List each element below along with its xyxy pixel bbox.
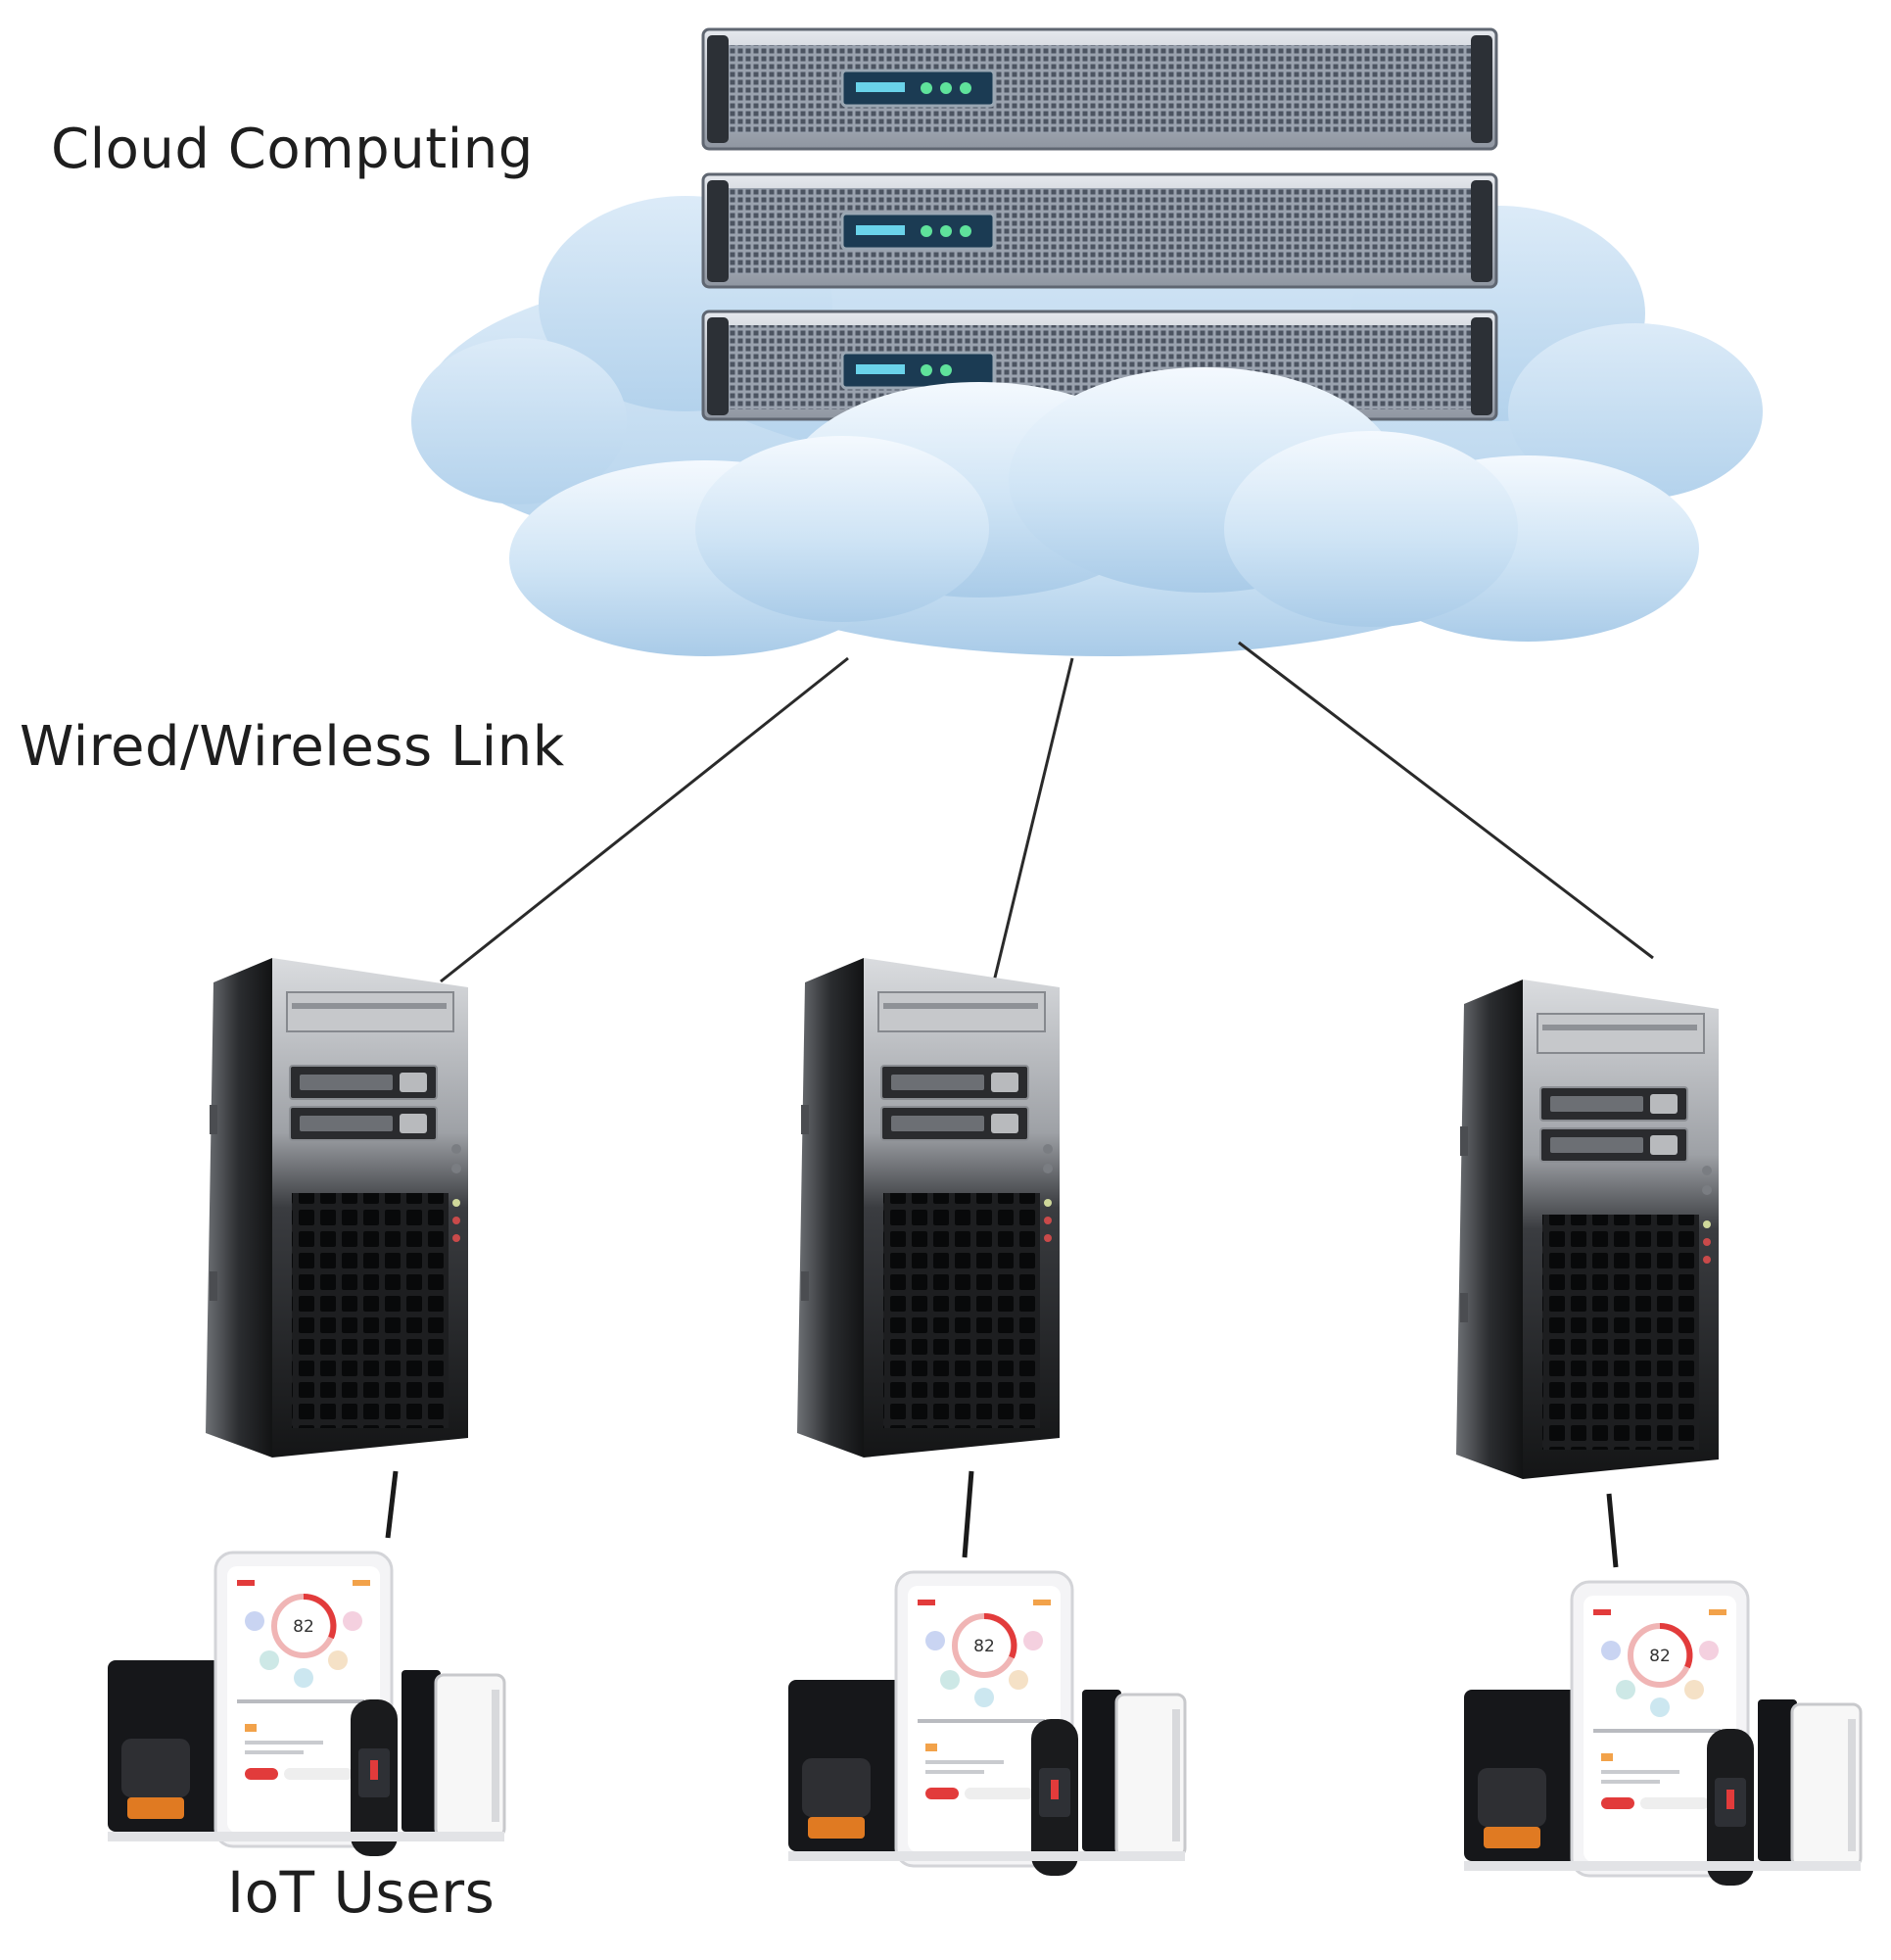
cloud-front-icon — [509, 367, 1699, 656]
link-line-right — [1238, 641, 1654, 960]
cloud-computing-label: Cloud Computing — [51, 118, 534, 181]
wired-wireless-link-label: Wired/Wireless Link — [20, 715, 565, 779]
device-links — [385, 1470, 1619, 1568]
iot-device-bundle-left — [108, 1553, 504, 1856]
tower-server-center — [797, 958, 1060, 1458]
wired-wireless-links — [440, 641, 1654, 1015]
tower-server-right — [1456, 980, 1719, 1479]
link-line-center — [984, 657, 1074, 1015]
iot-device-bundle-center — [788, 1572, 1185, 1876]
tower-server-left — [206, 958, 468, 1458]
iot-users-label: IoT Users — [227, 1859, 496, 1926]
device-link-left — [385, 1470, 399, 1539]
iot-device-bundle-right — [1464, 1582, 1861, 1886]
server-rack-icon — [701, 27, 1498, 421]
device-link-center — [962, 1470, 974, 1558]
link-line-left — [440, 656, 849, 983]
device-link-right — [1606, 1493, 1619, 1568]
